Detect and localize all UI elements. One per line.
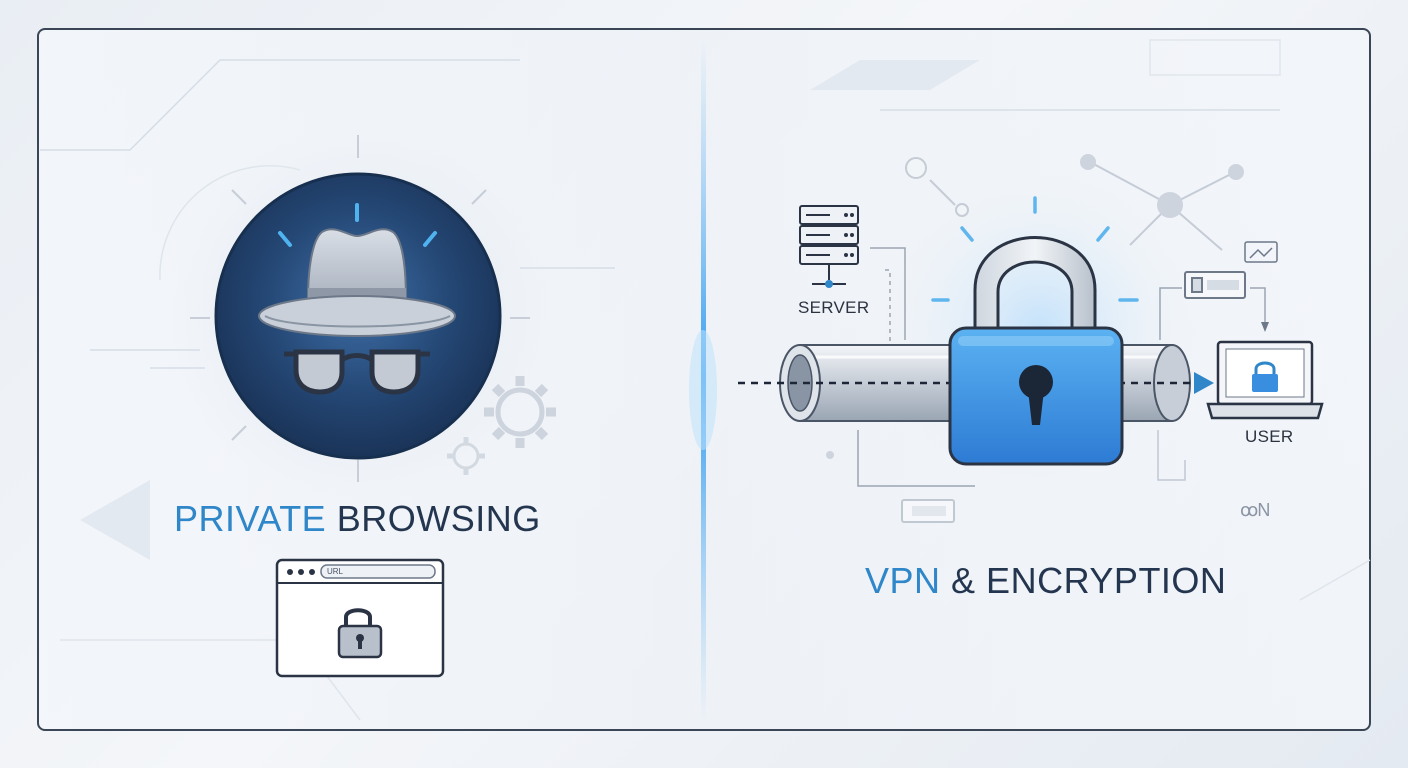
server-icon — [799, 205, 859, 288]
vpn-encryption-title-accent: VPN — [865, 560, 941, 601]
background-shape — [80, 480, 150, 560]
user-label: USER — [1245, 427, 1294, 446]
browser-url-text: URL — [327, 567, 344, 576]
private-browsing-title-accent: PRIVATE — [174, 498, 327, 539]
lock-rays — [931, 196, 1139, 302]
small-gear-icon — [447, 437, 485, 475]
server-label: SERVER — [798, 298, 870, 317]
badge-rays — [190, 135, 530, 482]
laptop-icon — [1206, 340, 1324, 420]
data-flow-arrowhead — [1194, 372, 1214, 394]
connector-lines — [857, 247, 1266, 487]
image-icon — [1244, 241, 1278, 263]
vpn-encryption-title-rest: & ENCRYPTION — [951, 560, 1227, 601]
private-browsing-title: PRIVATE BROWSING — [174, 498, 541, 540]
padlock-icon — [948, 236, 1124, 466]
vpn-encryption-title: VPN & ENCRYPTION — [865, 560, 1226, 602]
badge-inner-rays — [278, 203, 437, 247]
badge-guide-lines — [90, 267, 615, 369]
decor-dot — [826, 451, 834, 459]
browser-window-icon — [275, 558, 445, 678]
divider-glow — [689, 330, 717, 450]
decorative-glyph: ꝏN — [1240, 500, 1270, 520]
network-node — [1080, 154, 1244, 218]
background-shape — [810, 60, 980, 90]
glasses-icon — [284, 349, 430, 395]
gear-icon — [484, 376, 556, 448]
connector-arrowhead — [1261, 322, 1269, 332]
small-window-widget — [1184, 271, 1246, 299]
incognito-badge-ring — [214, 172, 502, 460]
incognito-hat-icon — [258, 228, 456, 337]
small-window-widget — [901, 499, 955, 523]
private-browsing-title-rest: BROWSING — [336, 498, 541, 539]
